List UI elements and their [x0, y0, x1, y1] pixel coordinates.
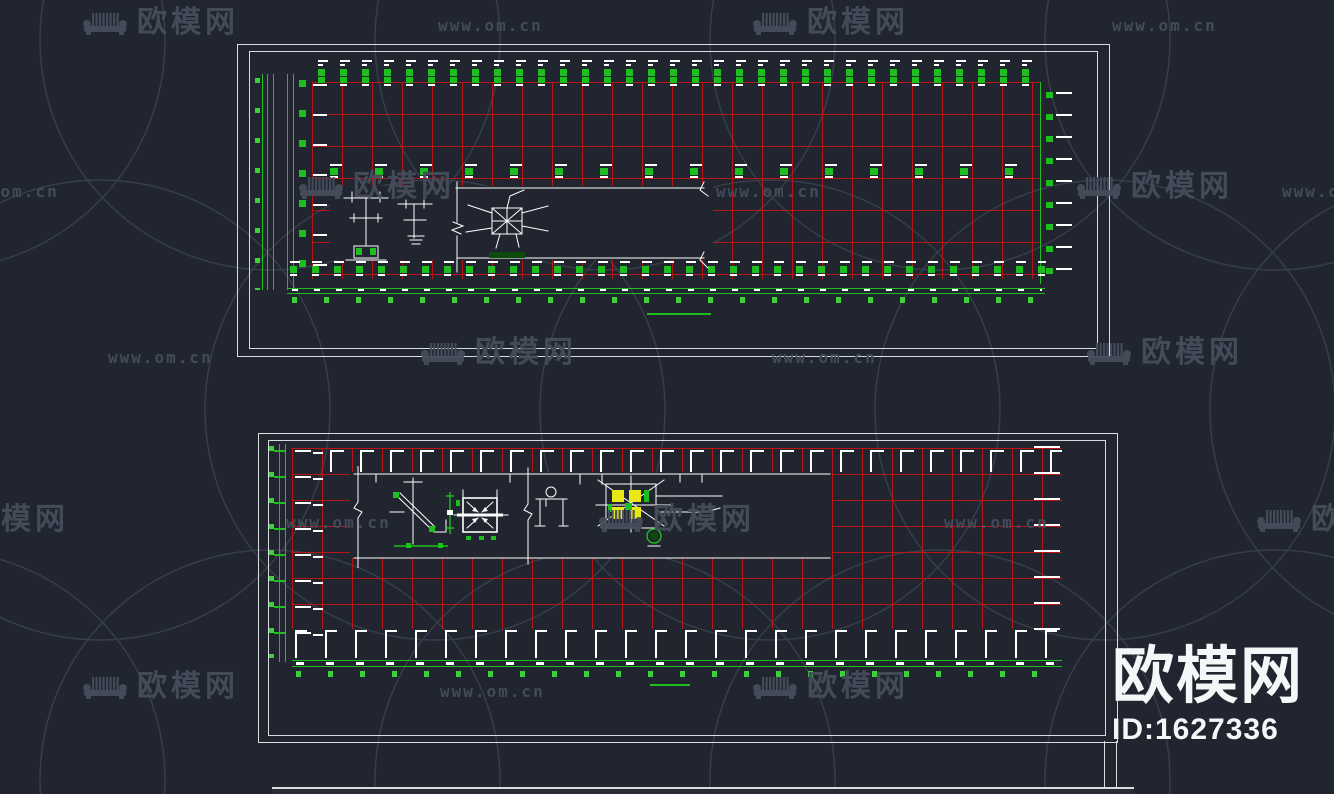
watermark-brand: 欧模网 [0, 503, 69, 536]
sheet2-axis-bubbles [296, 671, 1058, 677]
sheet1-top-symbols-row [318, 69, 1040, 76]
watermark-url: www.om.cn [108, 348, 213, 367]
sheet2-detail-area [350, 472, 832, 558]
watermark-brand: 欧模网 [1076, 172, 1233, 202]
sheet1-right-dim-line [1040, 82, 1041, 284]
sheet3-body [272, 789, 1134, 794]
sofa-icon [753, 676, 797, 699]
sofa-icon [753, 12, 797, 35]
sheet1-left-dim-line [287, 74, 288, 290]
sheet1-inner-border [249, 51, 1098, 349]
watermark-url: www.om.cn [1282, 182, 1334, 201]
sheet1-outer-border [237, 44, 1110, 357]
sheet1-mid-symbols-row [330, 176, 1036, 178]
watermark-brand: 欧模网 [82, 672, 239, 702]
watermark-url: www.om.cn [1112, 16, 1217, 35]
watermark-brand: 欧模网 [752, 672, 909, 702]
sheet2-bottom-columns [295, 630, 1062, 632]
sofa-icon [599, 509, 643, 532]
sheet2-left-dim-circles [269, 446, 274, 658]
sheet1-detail-drawings [343, 181, 709, 273]
sheet2-bottom-columns [295, 632, 1062, 658]
watermark-url: www.om.cn [440, 682, 545, 701]
watermark-brand: 欧模网 [598, 505, 755, 535]
sheet2-dim-string [292, 666, 1062, 667]
sofa-icon [83, 12, 127, 35]
sheet1-bottom-symbols-row [290, 266, 1046, 273]
sheet1-top-symbols-row [318, 64, 1040, 66]
watermark-brand: 欧模网 [298, 172, 455, 202]
sheet1-bottom-symbols-row [290, 274, 1046, 276]
sheet2-left-dim-ticks [274, 450, 286, 656]
watermark-url: www.om.cn [438, 16, 543, 35]
watermark-brand: 欧模网 [752, 8, 909, 38]
site-logo-block: 欧模网 ID:1627336 [1112, 642, 1305, 747]
sheet1-axis-bubbles [292, 297, 1042, 303]
sheet2-left-dim-line [279, 444, 280, 662]
sheet1-top-symbols-row [318, 84, 1040, 86]
sheet3-top-border [272, 787, 1134, 789]
sheet1-left-dim-circles [255, 78, 260, 290]
sofa-icon [421, 342, 465, 365]
sheet2-left-bracket-symbols [313, 452, 323, 656]
sheet1-bottom-symbols-row [290, 261, 1046, 263]
watermark-brand: 欧模网 [420, 338, 577, 368]
sheet1-left-dim-line [293, 74, 294, 290]
sheet1-dim-string [287, 293, 1045, 294]
sheet2-dim-ticks [296, 662, 1058, 665]
watermark-url: www.om.cn [286, 513, 391, 532]
sheet1-top-symbols-row [318, 77, 1040, 83]
sheet1-dim-ticks [292, 289, 1042, 291]
sheet2-left-bracket-symbols [295, 450, 311, 656]
sheet2-right-bracket-symbols [1034, 446, 1060, 654]
sheet2-top-symbols-row [330, 450, 1062, 452]
sheet1-dim-string [287, 288, 1045, 289]
watermark-brand: 欧模网 [82, 8, 239, 38]
watermark-brand: 欧模网 [1086, 338, 1243, 368]
model-id: ID:1627336 [1112, 713, 1279, 747]
sofa-icon [1077, 176, 1121, 199]
sheet1-left-dim-line [273, 74, 274, 290]
sheet1-right-column-symbols [1046, 92, 1053, 284]
sheet2-dim-string [292, 660, 1062, 661]
sheet2-border-stub [1104, 741, 1105, 794]
sheet1-mid-symbols-row [330, 168, 1036, 175]
sheet1-left-dim-line [267, 74, 268, 290]
sheet2-inner-border [268, 440, 1106, 736]
watermark-url: www.om.cn [716, 182, 821, 201]
sofa-icon [83, 676, 127, 699]
sheet2-detail-drawings [353, 466, 831, 568]
sheet2-title-underline [650, 684, 690, 686]
sheet1-left-column-symbols [299, 80, 306, 286]
sheet1-right-bracket-symbols [1056, 92, 1072, 284]
site-logo: 欧模网 [1112, 642, 1305, 711]
watermark-url: www.om.cn [944, 513, 1049, 532]
sheet2-border-stub [1116, 741, 1117, 794]
sheet2-top-symbols-row [330, 452, 1062, 472]
sheet2-left-dim-line [285, 444, 286, 662]
watermark-url: www.om.cn [0, 182, 59, 201]
sheet1-mid-symbols-row [330, 164, 1036, 166]
sheet1-left-dim-line [262, 74, 263, 290]
sofa-icon [299, 176, 343, 199]
watermark-brand: 欧模网 [1256, 505, 1334, 535]
sheet1-top-symbols-row [318, 60, 1040, 62]
sofa-icon [1087, 342, 1131, 365]
sheet1-title-underline [647, 313, 711, 315]
sheet2-outer-border [258, 433, 1118, 743]
sofa-icon [1257, 509, 1301, 532]
watermark-url: www.om.cn [772, 348, 877, 367]
